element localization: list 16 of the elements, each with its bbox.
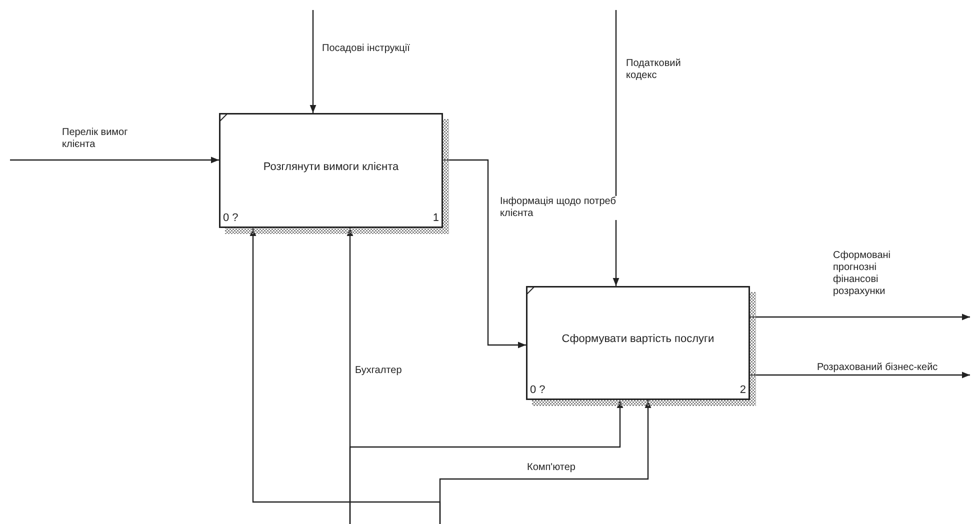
edge-label: Розрахований бізнес-кейс	[817, 362, 938, 374]
node-reference: 0 ?	[223, 212, 238, 224]
process-box	[219, 113, 449, 234]
edge-label: Комп'ютер	[527, 462, 576, 474]
edge-label: Інформація щодо потреб клієнта	[500, 196, 620, 220]
process-box	[526, 286, 756, 406]
edge-label: Посадові інструкції	[322, 43, 410, 55]
node-reference: 0 ?	[530, 384, 546, 396]
arrow	[10, 156, 219, 164]
node-number: 2	[740, 384, 746, 396]
process-label: Розглянути вимоги клієнта	[262, 160, 400, 172]
process-label: Сформувати вартість послуги	[560, 333, 716, 345]
arrow	[612, 10, 620, 286]
edge-label: Бухгалтер	[355, 365, 402, 377]
node-number: 1	[432, 212, 439, 224]
arrow	[310, 10, 316, 113]
